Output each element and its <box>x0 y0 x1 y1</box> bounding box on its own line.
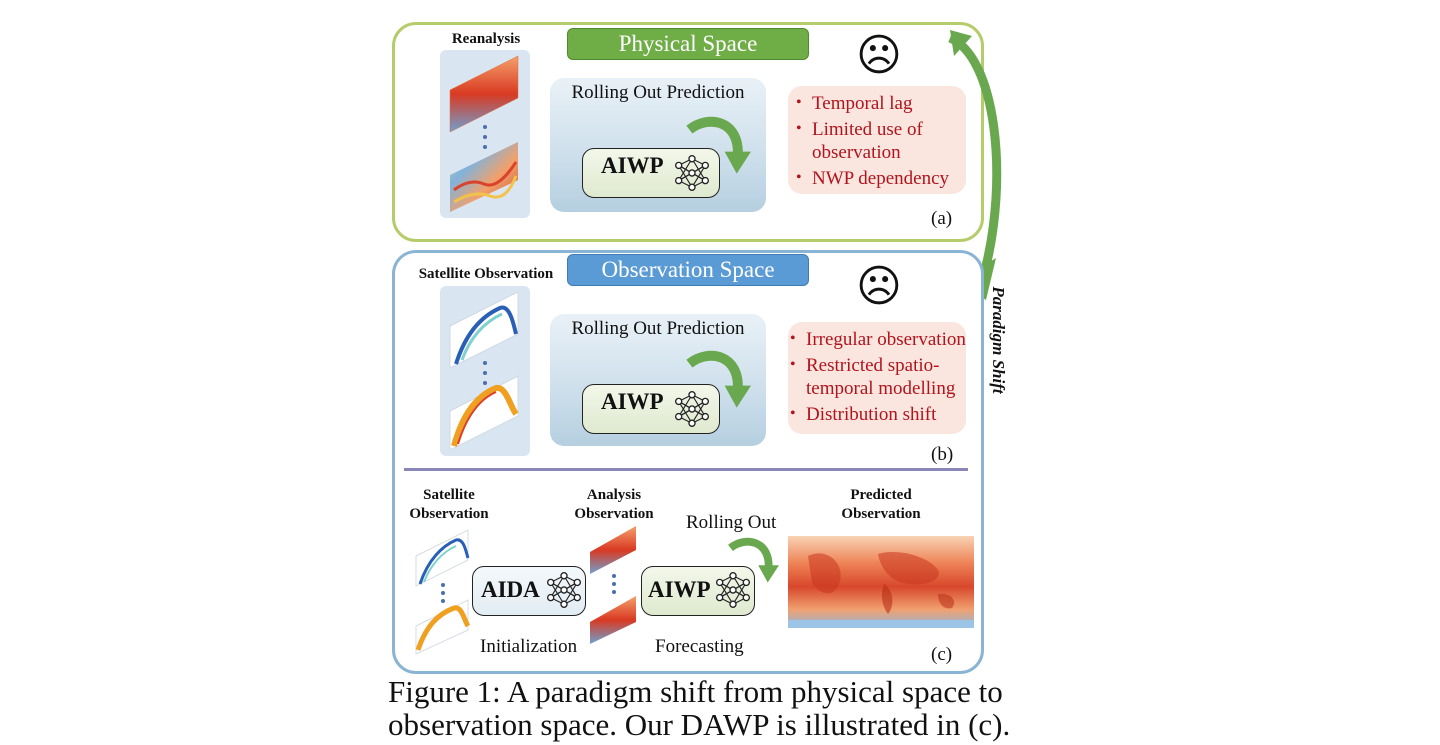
observation-space-header: Observation Space <box>567 254 809 286</box>
dawp-satellite-label: Satellite Observation <box>409 487 489 522</box>
aiwp-label-b: AIWP <box>601 389 664 414</box>
aiwp-model-a: AIWP <box>582 148 720 198</box>
forecasting-label: Forecasting <box>655 636 744 657</box>
panel-a-tag: (a) <box>931 208 953 229</box>
predicted-observation-label: Predicted Observation <box>841 487 921 522</box>
satellite-input-image <box>415 529 471 655</box>
reanalysis-fields-image <box>449 55 519 212</box>
section-divider <box>404 468 968 471</box>
issue-item: Irregular observation <box>788 327 966 351</box>
reanalysis-label: Reanalysis <box>451 31 521 47</box>
aida-model: AIDA <box>472 566 586 616</box>
rolling-out-title-b: Rolling Out Prediction <box>571 318 745 339</box>
issue-item: Temporal lag <box>794 91 952 115</box>
panel-b-tag: (b) <box>931 444 954 465</box>
analysis-observation-label: Analysis Observation <box>574 487 654 522</box>
physical-issues-box: Temporal lag Limited use of observation … <box>788 86 966 194</box>
issue-item: Limited use of observation <box>794 117 952 164</box>
neural-network-icon <box>673 154 711 192</box>
issue-item: Restricted spatio-temporal modelling <box>788 353 962 400</box>
figure-caption-line-1: Figure 1: A paradigm shift from physical… <box>388 674 1003 709</box>
frowning-face-icon: ☹ <box>856 30 902 81</box>
paradigm-shift-label: Paradigm Shift <box>989 286 1008 394</box>
figure-caption-line-2: observation space. Our DAWP is illustrat… <box>388 707 1011 742</box>
frowning-face-icon: ☹ <box>856 261 902 312</box>
rolling-out-title-a: Rolling Out Prediction <box>571 82 745 103</box>
satellite-observation-label: Satellite Observation <box>418 266 554 282</box>
analysis-fields-image <box>590 526 636 644</box>
predicted-global-map-image <box>788 536 974 628</box>
neural-network-icon <box>673 390 711 428</box>
panel-c-tag: (c) <box>931 644 953 665</box>
aiwp-label-c: AIWP <box>648 577 711 602</box>
reanalysis-strip-column <box>440 50 530 218</box>
neural-network-icon <box>545 571 583 609</box>
aida-label: AIDA <box>481 577 540 602</box>
physical-space-header: Physical Space <box>567 28 809 60</box>
neural-network-icon <box>714 571 752 609</box>
issue-item: Distribution shift <box>788 402 966 426</box>
aiwp-label-a: AIWP <box>601 153 664 178</box>
satellite-strip-column <box>440 286 530 456</box>
aiwp-model-b: AIWP <box>582 384 720 434</box>
initialization-label: Initialization <box>480 636 578 657</box>
rolling-out-label-c: Rolling Out <box>686 512 777 533</box>
aiwp-model-c: AIWP <box>641 566 755 616</box>
satellite-swaths-image <box>449 291 519 451</box>
rolling-out-box-a: Rolling Out Prediction AIWP <box>550 78 766 212</box>
rolling-out-box-b: Rolling Out Prediction AIWP <box>550 314 766 446</box>
observation-issues-box: Irregular observation Restricted spatio-… <box>788 322 966 434</box>
issue-item: NWP dependency <box>794 166 952 190</box>
